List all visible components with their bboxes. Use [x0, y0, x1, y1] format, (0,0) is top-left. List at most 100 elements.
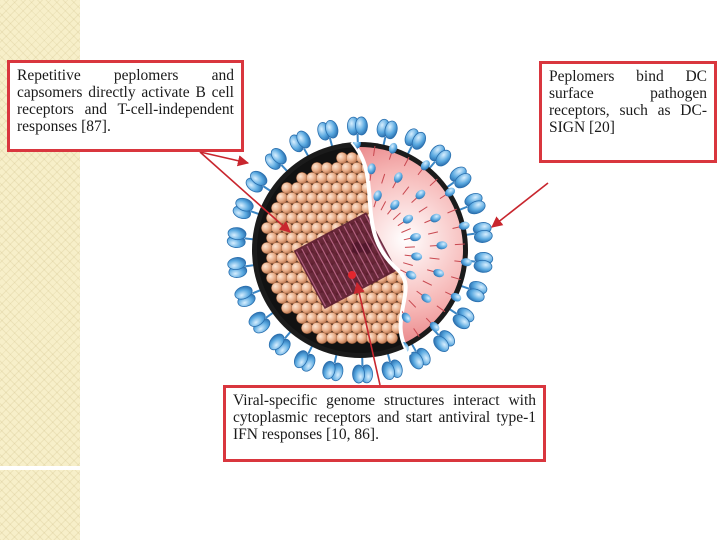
embedded-peplomer [411, 252, 423, 261]
capsomer [386, 292, 398, 304]
callout-ifn-text: Viral-specific genome structures interac… [233, 392, 536, 443]
capsomer [296, 212, 308, 224]
capsomer [311, 162, 323, 174]
peplomer-spikes [226, 116, 494, 384]
capsomer [281, 202, 293, 214]
capsomer [316, 192, 328, 204]
capsomer [381, 322, 393, 334]
embedded-peplomer [401, 312, 411, 323]
capsomer [276, 192, 288, 204]
capsomer [316, 172, 328, 184]
embedded-peplomer [390, 199, 400, 210]
peplomer [409, 340, 431, 370]
peplomer [426, 144, 452, 172]
capsomer [286, 192, 298, 204]
capsomer [321, 322, 333, 334]
capsomer [296, 292, 308, 304]
capsomer [291, 182, 303, 194]
capsomer [281, 302, 293, 314]
embedded-peplomer [429, 321, 440, 332]
capsomer [371, 282, 383, 294]
capsomer [326, 312, 338, 324]
capsomer [351, 202, 363, 214]
embedded-peplomer [450, 292, 462, 302]
peplomer [347, 116, 368, 147]
peplomer [376, 118, 398, 149]
capsomer [336, 152, 348, 164]
capsomer [326, 212, 338, 224]
capsomer [301, 182, 313, 194]
genome-strand [348, 223, 380, 279]
embedded-peplomer [388, 142, 398, 154]
capsomer [381, 282, 393, 294]
capsomer [271, 262, 283, 274]
capsomer [276, 232, 288, 244]
capsomer [301, 202, 313, 214]
capsomer [341, 322, 353, 334]
capsomer [261, 262, 273, 274]
capsomer [326, 192, 338, 204]
capsomer [331, 322, 343, 334]
capsomer [266, 212, 278, 224]
capsomer [376, 332, 388, 344]
embedded-peplomer [415, 189, 426, 200]
embedded-peplomer [433, 268, 445, 278]
capsomer [296, 272, 308, 284]
capsomer [366, 292, 378, 304]
capsomer [341, 202, 353, 214]
capsomer [311, 182, 323, 194]
peplomer [226, 227, 257, 249]
capsomer [281, 182, 293, 194]
embedded-peplomer [420, 160, 430, 171]
embedded-peplomer [436, 241, 448, 250]
genome-strand [343, 225, 374, 282]
capsomer [336, 172, 348, 184]
arrow-to-dc-peplomer [491, 182, 549, 228]
viral-genome [293, 212, 398, 310]
capsomer [371, 322, 383, 334]
peplomer [443, 166, 472, 190]
callout-b-cell-text: Repetitive peplomers and capsomers direc… [17, 67, 234, 135]
callout-b-cell-activation: Repetitive peplomers and capsomers direc… [7, 60, 244, 152]
arrow-to-capsomers [199, 151, 291, 233]
capsomer [281, 262, 293, 274]
capsomer [381, 302, 393, 314]
capsomer [286, 292, 298, 304]
capsomer [271, 282, 283, 294]
callout-dc-receptors: Peplomers bind DC surface pathogen recep… [539, 61, 717, 163]
capsomer [346, 332, 358, 344]
embedded-peplomer [444, 187, 456, 197]
capsomer [356, 192, 368, 204]
capsomer [331, 182, 343, 194]
capsomer [386, 312, 398, 324]
capsomer [351, 162, 363, 174]
capsomer [356, 332, 368, 344]
capsomer [346, 152, 358, 164]
capsomer [321, 182, 333, 194]
capsomer [271, 242, 283, 254]
capsomer [336, 332, 348, 344]
capsomer [261, 242, 273, 254]
capsomer [311, 302, 323, 314]
genome-strand [359, 217, 390, 273]
capsomer [301, 222, 313, 234]
arrow-to-genome [353, 281, 381, 386]
capsomer [346, 172, 358, 184]
capsomer [306, 192, 318, 204]
embedded-peplomer [421, 293, 432, 303]
capsomer [351, 182, 363, 194]
peplomer [456, 193, 486, 215]
capsomer [336, 212, 348, 224]
capsomer [291, 202, 303, 214]
capsomer [351, 322, 363, 334]
capsomer [291, 222, 303, 234]
embedded-peplomer [405, 270, 417, 280]
peplomer [322, 351, 344, 382]
capsomer [286, 272, 298, 284]
peplomer [248, 310, 277, 334]
genome-block [293, 212, 398, 310]
genome-strand [354, 220, 385, 276]
capsomer [321, 202, 333, 214]
capsomer [306, 212, 318, 224]
callout-ifn-response: Viral-specific genome structures interac… [223, 385, 546, 462]
